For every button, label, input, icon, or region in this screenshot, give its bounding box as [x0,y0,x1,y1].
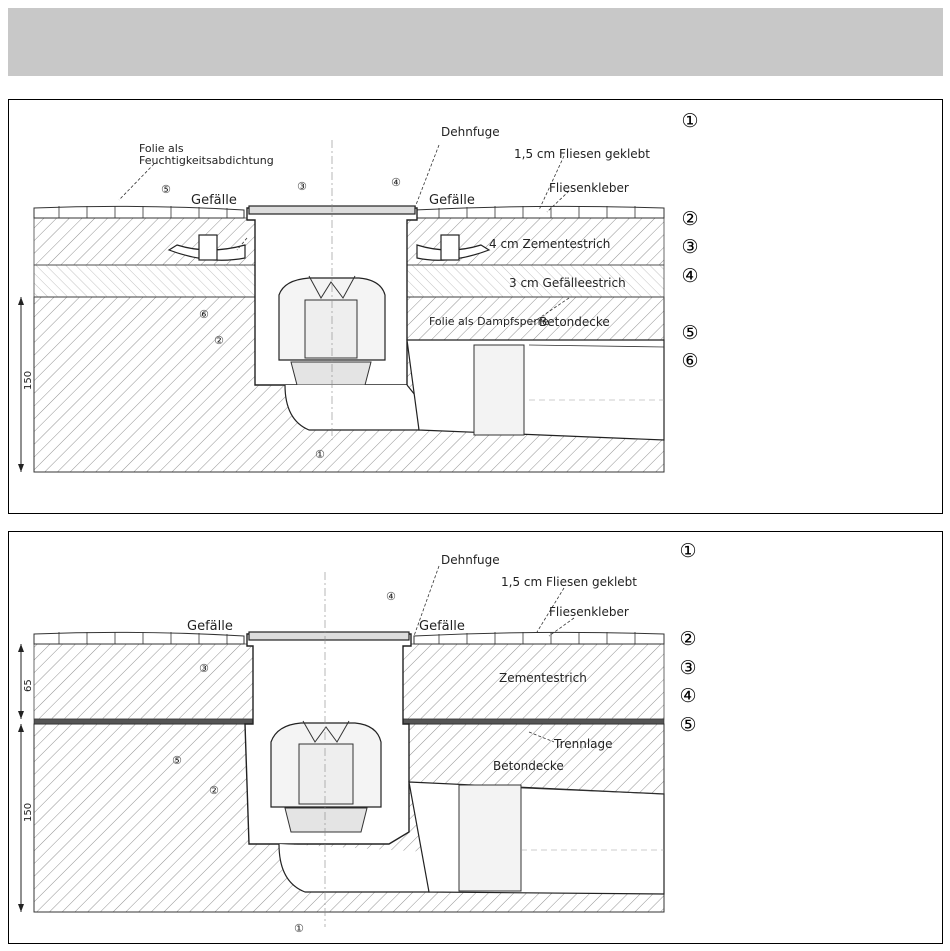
legend-item-5: ⑤ [681,322,699,344]
dimension-label-top: 65 [23,679,34,692]
dimension-65: 65 [18,644,34,719]
callout-5: ⑤ [172,754,182,767]
outlet-pipe [408,781,665,895]
callout-1: ① [315,448,325,461]
label-expansion-joint: Dehnfuge [441,125,500,139]
header-band [8,8,943,76]
legend-item-3: ③ [681,236,699,258]
callout-3: ③ [297,180,307,193]
label-cement-screed: Zementestrich [499,671,587,685]
section-drawing-1: 150 Folie als Feuchtigkeitsabdichtung De… [18,125,665,473]
tile-layer [33,205,665,219]
legend-item-4: ④ [681,265,699,287]
clamping-flanges [167,234,491,261]
label-slope-right: Gefälle [419,619,465,634]
label-tiles: 1,5 cm Fliesen geklebt [501,575,637,589]
legend-item-5: ⑤ [679,714,697,736]
label-foil-moisture-1: Folie als [139,142,184,155]
label-separating-layer: Trennlage [553,737,613,751]
callout-4: ④ [386,590,396,603]
callout-4: ④ [391,176,401,189]
outlet-pipe [406,339,665,441]
legend-item-1: ① [679,540,697,562]
drawing-panel-2: 65 150 Dehnfuge 1,5 cm Fliesen geklebt F… [8,531,943,944]
dimension-label: 150 [23,371,34,390]
legend-item-2: ② [679,628,697,650]
label-concrete-slab: Betondecke [493,759,564,773]
legend-item-1: ① [681,110,699,132]
label-slope-right: Gefälle [429,193,475,208]
callout-6: ⑥ [199,308,209,321]
legend-item-4: ④ [679,685,697,707]
callout-2: ② [209,784,219,797]
label-slope-left: Gefälle [187,619,233,634]
label-slope-screed: 3 cm Gefälleestrich [509,276,626,290]
legend-item-2: ② [681,208,699,230]
callout-1: ① [294,922,304,935]
label-slope-left: Gefälle [191,193,237,208]
section-drawing-2: 65 150 Dehnfuge 1,5 cm Fliesen geklebt F… [18,553,665,935]
dimension-150: 150 [18,724,34,912]
label-cement-screed: 4 cm Zementestrich [489,237,610,251]
tile-layer [33,631,665,645]
dimension-label-bottom: 150 [23,803,34,822]
drawing-panel-1: 150 Folie als Feuchtigkeitsabdichtung De… [8,99,943,514]
callout-3: ③ [199,662,209,675]
label-concrete-slab: Betondecke [539,315,610,329]
callout-5: ⑤ [161,183,171,196]
label-tile-adhesive: Fliesenkleber [549,181,629,195]
leader-lines [413,565,575,743]
label-foil-moisture-2: Feuchtigkeitsabdichtung [139,154,274,167]
label-tiles: 1,5 cm Fliesen geklebt [514,147,650,161]
label-tile-adhesive: Fliesenkleber [549,605,629,619]
legend-item-6: ⑥ [681,350,699,372]
floor-drain [246,140,420,440]
label-vapour-barrier: Folie als Dampfsperre [429,315,549,328]
leader-lines [118,144,570,326]
floor-drain [244,572,430,927]
dimension-150: 150 [18,297,34,472]
legend-item-3: ③ [679,657,697,679]
label-expansion-joint: Dehnfuge [441,553,500,567]
callout-2: ② [214,334,224,347]
